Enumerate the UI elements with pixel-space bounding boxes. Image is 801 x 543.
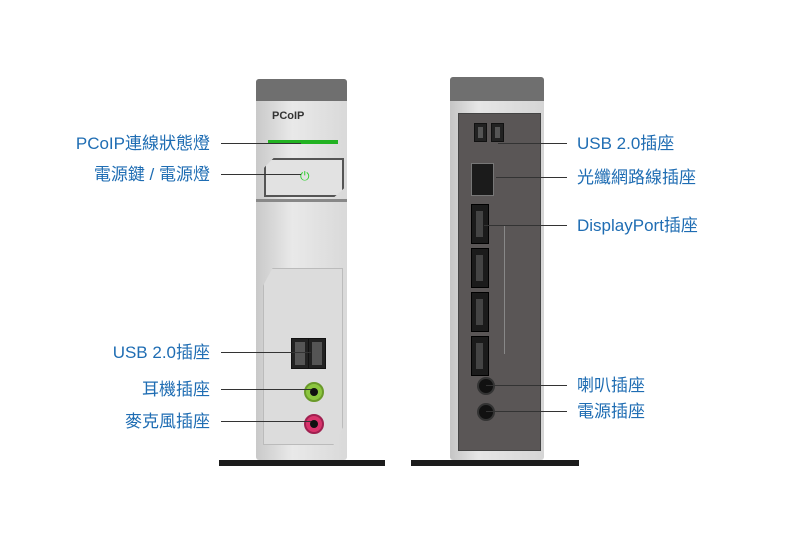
leader-line [221, 143, 301, 144]
brand-logo: PCoIP [272, 110, 305, 122]
leader-line [221, 389, 311, 390]
label-pcoip-status-led: PCoIP連線狀態燈 [75, 134, 210, 153]
label-headphone: 耳機插座 [142, 380, 210, 399]
back-stand [411, 460, 579, 466]
leader-line [486, 385, 567, 386]
leader-line [484, 225, 567, 226]
status-led [268, 140, 338, 144]
dp-bracket [504, 226, 505, 354]
leader-line [221, 174, 301, 175]
back-usb-port-1[interactable] [474, 123, 487, 142]
headphone-jack[interactable] [304, 382, 324, 402]
front-device: PCoIP ⏻ [256, 79, 347, 460]
front-usb-port-2[interactable] [308, 338, 326, 369]
label-speaker: 喇叭插座 [577, 376, 645, 395]
power-button[interactable]: ⏻ [264, 158, 344, 197]
leader-line [486, 411, 567, 412]
label-power-jack: 電源插座 [577, 402, 645, 421]
leader-line [221, 421, 311, 422]
sfp-port[interactable] [471, 163, 494, 196]
label-sfp: 光纖網路線插座 [577, 168, 696, 187]
mic-jack[interactable] [304, 414, 324, 434]
power-jack[interactable] [477, 403, 495, 421]
label-displayport: DisplayPort插座 [577, 216, 698, 235]
label-power-button: 電源鍵 / 電源燈 [93, 165, 210, 184]
back-top-band [450, 77, 544, 101]
leader-line [496, 177, 567, 178]
leader-line [221, 352, 311, 353]
front-usb-port-1[interactable] [291, 338, 309, 369]
separator [256, 199, 347, 202]
front-stand [219, 460, 385, 466]
speaker-jack[interactable] [477, 377, 495, 395]
leader-line [498, 143, 567, 144]
label-mic: 麥克風插座 [125, 412, 210, 431]
displayport-4[interactable] [471, 336, 489, 376]
displayport-2[interactable] [471, 248, 489, 288]
displayport-1[interactable] [471, 204, 489, 244]
label-back-usb: USB 2.0插座 [577, 134, 675, 153]
label-front-usb: USB 2.0插座 [112, 343, 210, 362]
front-top-band [256, 79, 347, 101]
power-icon: ⏻ [300, 169, 310, 183]
displayport-3[interactable] [471, 292, 489, 332]
back-usb-port-2[interactable] [491, 123, 504, 142]
